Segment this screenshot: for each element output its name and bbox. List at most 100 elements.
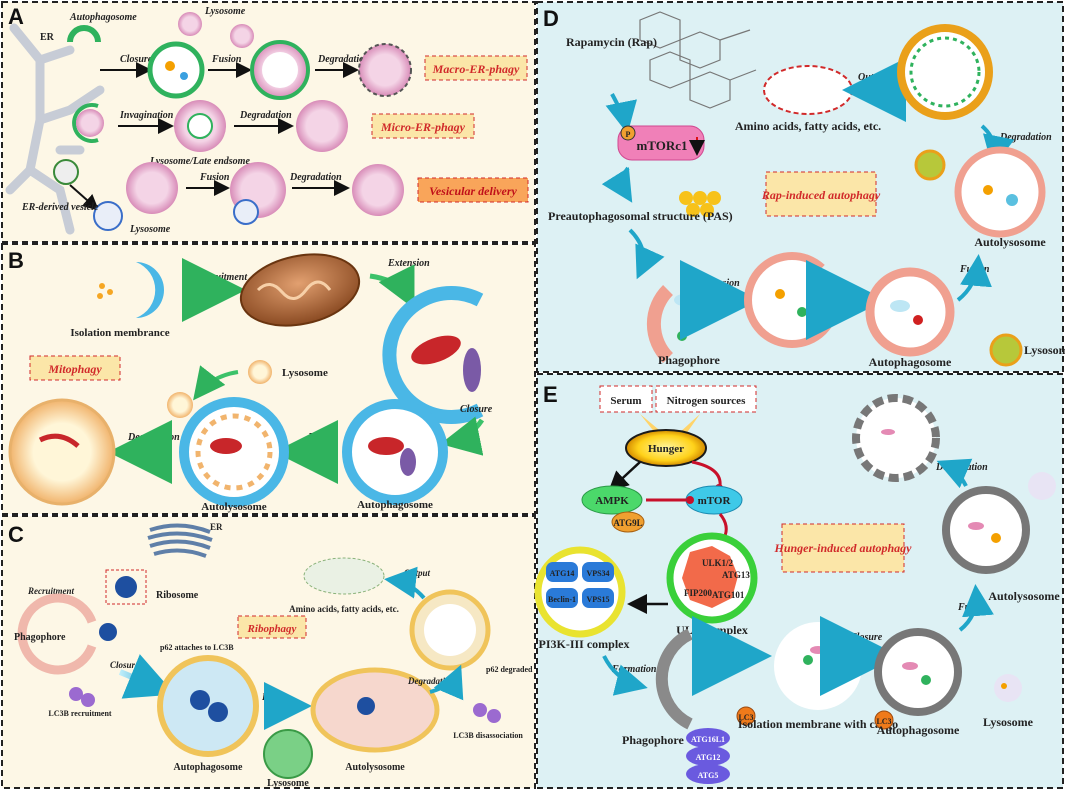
ribosome-box xyxy=(105,569,147,605)
lysosome-a-3 xyxy=(126,162,178,214)
lysosome-a-1 xyxy=(178,12,202,36)
arrow-a-6 xyxy=(69,184,99,211)
degradation-label-e: Degradation xyxy=(935,462,988,473)
lysosome-a-2 xyxy=(230,24,254,48)
degradation-label-b: Degradation xyxy=(127,432,180,443)
tag-vesicular-delivery-text: Vesicular delivery xyxy=(429,184,517,198)
fip200-label: FIP200 xyxy=(684,588,712,598)
panel-a: A ER Autophagosome Lysosome Closure Fusi… xyxy=(1,1,536,243)
phagophore-label-d: Phagophore xyxy=(658,353,720,367)
arrow-c-out xyxy=(384,566,426,600)
pas-dot xyxy=(707,191,721,205)
micro-vesicle xyxy=(187,113,213,139)
degraded-c-core xyxy=(424,604,476,656)
closure-label-c: Closure xyxy=(110,660,139,670)
cargo-dot xyxy=(991,533,1001,543)
degraded-mito xyxy=(38,433,80,448)
phagophore-a xyxy=(67,25,101,43)
autolysosome-label-b: Autolysosome xyxy=(201,501,267,513)
pas-dot xyxy=(700,203,714,217)
er-network xyxy=(5,23,105,235)
lc3b-cluster xyxy=(69,687,83,701)
cargo-purple xyxy=(463,348,481,392)
panel-d: D Rapamycin (Rap) P mTORc1 Preautophagos… xyxy=(536,1,1065,373)
autolysosome-label-e: Autolysosome xyxy=(988,589,1060,603)
arrow-d-rap xyxy=(605,93,637,134)
invagination-label: Invagination xyxy=(119,110,174,121)
mtorc1-label: mTORc1 xyxy=(636,138,687,153)
tag-hunger-induced-text: Hunger-induced autophagy xyxy=(773,541,912,555)
lysosome-label-a2: Lysosome xyxy=(129,224,171,235)
panel-c: C ER Ribosome Recruitment Phagophore p62… xyxy=(1,515,536,789)
amino-acid-pool-c xyxy=(303,557,385,595)
tag-ribophagy-text: Ribophagy xyxy=(247,623,297,635)
ribosome-cargo xyxy=(99,623,117,641)
cargo-dot xyxy=(1006,194,1018,206)
atg12-label: ATG12 xyxy=(696,753,721,762)
autolysosome-core xyxy=(262,52,298,88)
arrow-c-1 xyxy=(118,654,176,699)
mito-cargo xyxy=(411,335,461,365)
phagophore-c xyxy=(17,593,97,675)
cargo-dot xyxy=(97,293,103,299)
closure-label-e: Closure xyxy=(850,632,883,643)
fusion-label-c: Fusion xyxy=(261,692,289,702)
tag-mitophagy-text: Mitophagy xyxy=(47,362,102,376)
atg14-block xyxy=(546,562,578,582)
output-label-c: Output xyxy=(404,568,431,578)
vesicular-inner xyxy=(233,199,259,225)
mitochondrion xyxy=(239,253,361,327)
hunger-node xyxy=(625,429,707,467)
tag-micro-er-phagy xyxy=(371,113,475,139)
arrow-d-3 xyxy=(628,228,665,280)
arrow-b-lyso xyxy=(193,365,239,401)
lysosome-d-small xyxy=(914,149,946,181)
arrow-e-deg xyxy=(936,458,973,489)
degradation-label-a3: Degradation xyxy=(289,172,342,183)
degraded-b xyxy=(8,398,116,506)
extension-label-e: Extension xyxy=(703,640,746,651)
fusion-label-a: Fusion xyxy=(211,54,242,65)
nitrogen-label: Nitrogen sources xyxy=(667,395,746,407)
phospho-badge xyxy=(620,125,636,141)
ribosome xyxy=(115,576,137,598)
pas-dot xyxy=(693,191,707,205)
tag-macro-er-phagy xyxy=(424,55,528,81)
cargo-dot xyxy=(775,289,785,299)
atg9l-node xyxy=(611,511,645,533)
closure-label-a: Closure xyxy=(120,54,153,65)
lc3b-cluster xyxy=(487,709,501,723)
expanding-phagophore-b xyxy=(382,286,484,424)
ribosome-cargo xyxy=(357,697,375,715)
output-label-d: Output xyxy=(858,72,888,83)
cargo-dot xyxy=(677,331,687,341)
cargo-blue xyxy=(674,294,694,306)
panel-e-frame xyxy=(536,373,1064,789)
ulk-star xyxy=(682,546,738,608)
rapamycin-structure xyxy=(639,11,757,109)
panel-b-letter: B xyxy=(8,248,24,273)
panel-c-letter: C xyxy=(8,522,24,547)
atg101-label: ATG101 xyxy=(712,590,745,600)
autophagosome-label-d: Autophagosome xyxy=(869,355,952,369)
cargo-pink xyxy=(881,429,895,435)
lysosome-e-2 xyxy=(1028,472,1056,500)
pas-dot xyxy=(679,191,693,205)
atg5-node xyxy=(686,764,730,784)
vps15-label: VPS15 xyxy=(586,595,609,604)
extension-label-b: Extension xyxy=(387,258,430,269)
mito-cargo xyxy=(368,437,404,455)
phagophore-label-c: Phagophore xyxy=(14,632,66,643)
cargo-dot xyxy=(803,655,813,665)
lysosome-label-c: Lysosome xyxy=(267,778,309,789)
fusion-label-b: Fusion xyxy=(307,432,338,443)
signal-ray xyxy=(678,414,700,434)
recruitment-label-b: Recruitment xyxy=(195,272,248,283)
autophagosome-a xyxy=(147,41,205,99)
degradation-label-a1: Degradation xyxy=(317,54,370,65)
lc3b-label: LC3 xyxy=(876,717,891,726)
autophagosome-d xyxy=(865,267,955,357)
ampk-node xyxy=(581,485,643,515)
beclin-block xyxy=(546,588,578,608)
autophagosome-e xyxy=(874,628,962,716)
